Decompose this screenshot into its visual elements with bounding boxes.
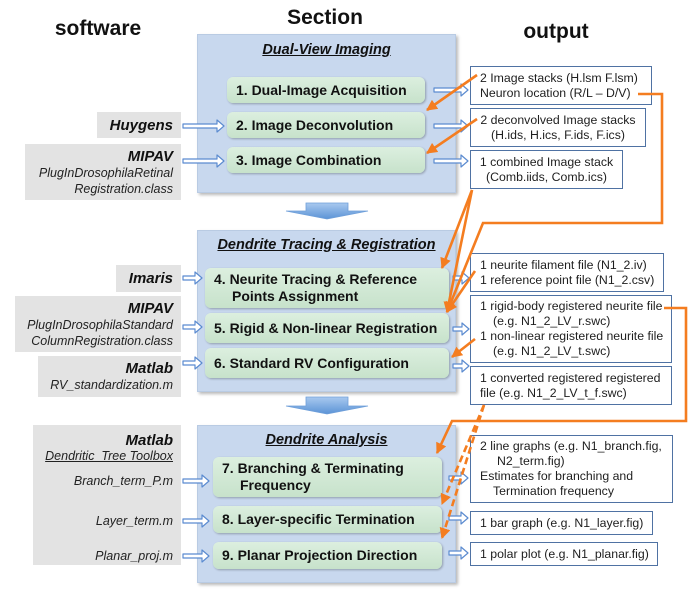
output-combined-stack: 1 combined Image stack (Comb.iids, Comb.…	[470, 150, 623, 189]
software-huygens: Huygens	[97, 112, 181, 138]
step-label-continued: Points Assignment	[232, 288, 359, 304]
software-matlab-toolbox: Matlab Dendritic_Tree Toolbox Branch_ter…	[33, 425, 181, 565]
section-dendrite-analysis: Dendrite Analysis 7. Branching & Termina…	[197, 425, 456, 583]
output-column-header: output	[523, 20, 589, 43]
software-script: RV_standardization.m	[50, 378, 173, 392]
step-4-neurite-tracing: 4. Neurite Tracing & Reference Points As…	[205, 268, 449, 308]
output-line: 1 combined Image stack	[479, 154, 614, 169]
output-line: Neuron location (R/L – D/V)	[480, 85, 631, 100]
software-matlab-standardization: Matlab RV_standardization.m	[38, 356, 181, 397]
software-mipav-standard: MIPAV PlugInDrosophilaStandard ColumnReg…	[15, 296, 181, 352]
software-script-layer-term: Layer_term.m	[95, 514, 173, 528]
software-column-header: software	[54, 17, 142, 40]
output-line: Estimates for branching and	[480, 469, 634, 483]
step-label: 7. Branching & Terminating	[222, 460, 404, 476]
section-dendrite-tracing-registration: Dendrite Tracing & Registration 4. Neuri…	[197, 230, 456, 392]
output-bar-graph: 1 bar graph (e.g. N1_layer.fig)	[470, 511, 653, 535]
output-polar-plot: 1 polar plot (e.g. N1_planar.fig)	[470, 542, 658, 566]
step-label: 6. Standard RV Configuration	[214, 354, 409, 371]
output-line-graphs: 2 line graphs (e.g. N1_branch.fig, N2_te…	[470, 435, 673, 503]
software-script-planar-proj: Planar_proj.m	[95, 549, 173, 563]
software-name: Matlab	[125, 360, 173, 377]
software-name: Imaris	[128, 270, 173, 287]
step-5-rigid-nonlinear-registration: 5. Rigid & Non-linear Registration	[205, 313, 449, 343]
software-plugin: Registration.class	[74, 181, 173, 196]
output-line: Termination frequency	[493, 484, 614, 498]
output-line: (H.ids, H.ics, F.ids, F.ics)	[491, 127, 625, 142]
output-registered-neurite-files: 1 rigid-body registered neurite file (e.…	[470, 295, 672, 363]
software-name: MIPAV	[127, 147, 173, 165]
software-plugin: PlugInDrosophilaRetinal	[38, 165, 173, 180]
output-deconvolved-stacks: 2 deconvolved Image stacks (H.ids, H.ics…	[470, 108, 646, 147]
output-line: 1 non-linear registered neurite file	[480, 329, 664, 343]
section-column-header: Section	[287, 6, 363, 29]
step-label: 9. Planar Projection Direction	[222, 547, 418, 563]
step-8-layer-specific-termination: 8. Layer-specific Termination	[213, 506, 442, 533]
step-3-image-combination: 3. Image Combination	[227, 147, 425, 173]
output-image-stacks: 2 Image stacks (H.lsm F.lsm) Neuron loca…	[470, 66, 652, 105]
step-1-dual-image-acquisition: 1. Dual-Image Acquisition	[227, 77, 425, 103]
output-line: 1 rigid-body registered neurite file	[480, 299, 663, 313]
software-script-branch-term: Branch_term_P.m	[73, 474, 173, 488]
step-label: 2. Image Deconvolution	[236, 116, 394, 133]
output-line: (Comb.iids, Comb.ics)	[486, 169, 607, 184]
section-2-to-3-arrow-icon	[285, 396, 369, 415]
section-dual-view-imaging: Dual-View Imaging 1. Dual-Image Acquisit…	[197, 34, 456, 193]
software-mipav-retinal: MIPAV PlugInDrosophilaRetinal Registrati…	[25, 144, 181, 200]
software-toolbox-link[interactable]: Dendritic_Tree Toolbox	[45, 449, 173, 463]
output-line: file (e.g. N1_2_LV_t_f.swc)	[480, 385, 627, 400]
output-line: 1 polar plot (e.g. N1_planar.fig)	[480, 546, 649, 561]
output-line: 2 deconvolved Image stacks	[480, 112, 636, 127]
output-line: 1 bar graph (e.g. N1_layer.fig)	[480, 515, 644, 530]
output-line: 1 reference point file (N1_2.csv)	[480, 272, 655, 287]
step-label: 3. Image Combination	[236, 151, 382, 168]
output-line: N2_term.fig)	[497, 454, 565, 468]
software-plugin: ColumnRegistration.class	[31, 333, 173, 348]
output-line: 2 Image stacks (H.lsm F.lsm)	[480, 70, 638, 85]
step-label: 1. Dual-Image Acquisition	[236, 81, 407, 98]
software-name: Matlab	[125, 432, 173, 449]
step-6-standard-rv-configuration: 6. Standard RV Configuration	[205, 348, 449, 378]
software-plugin: PlugInDrosophilaStandard	[27, 317, 173, 332]
step-7-branching-terminating-frequency: 7. Branching & Terminating Frequency	[213, 457, 442, 497]
output-line: (e.g. N1_2_LV_r.swc)	[493, 314, 611, 328]
step-label: 5. Rigid & Non-linear Registration	[214, 319, 438, 336]
step-label: 4. Neurite Tracing & Reference	[214, 271, 418, 287]
output-filament-reference-files: 1 neurite filament file (N1_2.iv) 1 refe…	[470, 253, 664, 292]
section-title: Dendrite Analysis	[265, 432, 388, 448]
software-name: MIPAV	[127, 299, 173, 317]
section-title: Dual-View Imaging	[262, 42, 391, 58]
output-line: (e.g. N1_2_LV_t.swc)	[493, 344, 611, 358]
output-line: 1 converted registered registered	[480, 370, 661, 385]
software-name: Huygens	[109, 116, 173, 134]
step-label-continued: Frequency	[240, 477, 311, 493]
step-label: 8. Layer-specific Termination	[222, 511, 415, 527]
section-1-to-2-arrow-icon	[285, 202, 369, 220]
output-line: 1 neurite filament file (N1_2.iv)	[480, 257, 647, 272]
step-2-image-deconvolution: 2. Image Deconvolution	[227, 112, 425, 138]
output-line: 2 line graphs (e.g. N1_branch.fig,	[480, 439, 662, 453]
software-imaris: Imaris	[116, 265, 181, 292]
output-converted-registered-file: 1 converted registered registered file (…	[470, 366, 672, 405]
section-title: Dendrite Tracing & Registration	[217, 237, 436, 253]
step-9-planar-projection-direction: 9. Planar Projection Direction	[213, 542, 442, 569]
